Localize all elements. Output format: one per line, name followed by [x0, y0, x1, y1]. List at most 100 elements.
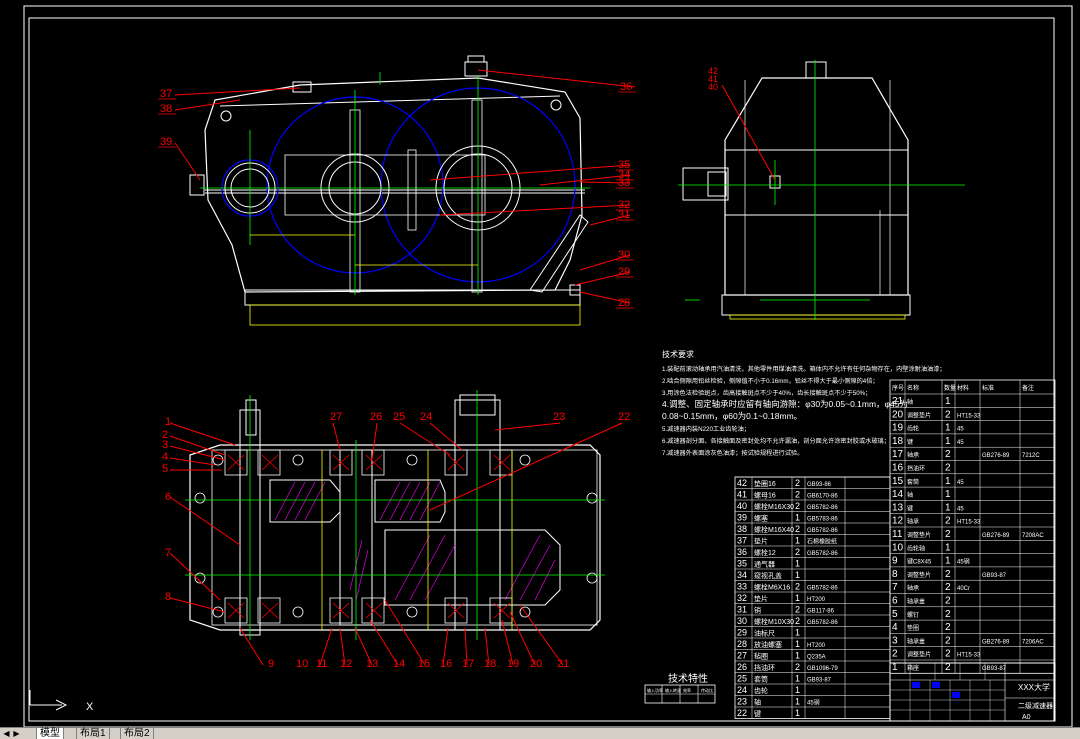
title-block: XXX大学 二级减速器 A0 [889, 662, 1056, 722]
bom-cell-no: 6 [892, 596, 898, 607]
tab-layout1[interactable]: 布局1 [76, 728, 110, 739]
bom-cell-qty: 1 [795, 639, 800, 649]
bom-cell-name: 螺钉 [907, 611, 919, 619]
ucs-x-label: X [86, 701, 94, 713]
callout-label: 14 [393, 658, 405, 670]
bom-cell-no: 19 [892, 423, 904, 434]
bom-cell-no: 39 [737, 513, 747, 523]
callout-label: 38 [160, 103, 172, 115]
bom-cell-no: 32 [737, 593, 747, 603]
bom-cell-qty: 1 [945, 556, 951, 567]
bom-cell-name: 垫片 [754, 594, 768, 603]
bom-cell-no: 12 [892, 516, 904, 527]
bom-cell-name: 键C8X45 [907, 558, 932, 566]
bom-cell-qty: 1 [795, 513, 800, 523]
callout-label: 2 [162, 429, 168, 441]
bom-cell-std: GB276-89 [982, 639, 1010, 645]
bom-cell-std: GB5783-86 [807, 517, 838, 523]
callout-label: 28 [618, 297, 630, 309]
tab-nav-next-icon[interactable]: ▶ [13, 729, 20, 738]
bom-header-cell: 材料 [957, 384, 969, 392]
bom-cell-qty: 2 [945, 516, 951, 527]
tech-char-title: 技术特性 [668, 672, 708, 685]
bom-cell-no: 23 [737, 697, 747, 707]
bom-cell-name: 箱座 [907, 664, 919, 672]
tab-nav-prev-icon[interactable]: ◀ [3, 729, 10, 738]
bom-cell-qty: 2 [945, 662, 951, 673]
callout-label: 13 [366, 658, 378, 670]
callout-label: 41 [708, 74, 718, 84]
bom-cell-std: GB5782-86 [807, 528, 838, 534]
bom-cell-qty: 2 [795, 478, 800, 488]
bom-cell-qty: 2 [795, 547, 800, 557]
callout-label: 16 [440, 658, 452, 670]
callout-label: 9 [268, 658, 274, 670]
bom-cell-qty: 1 [795, 570, 800, 580]
tech-req-line: 0.08~0.15mm，φ60为0.1~0.18mm。 [662, 411, 802, 421]
callout-label: 40 [708, 82, 718, 92]
bom-cell-no: 40 [737, 501, 747, 511]
callout-label: 19 [507, 658, 519, 670]
bom-cell-qty: 1 [795, 651, 800, 661]
bom-cell-qty: 1 [945, 476, 951, 487]
bom-cell-qty: 1 [945, 489, 951, 500]
bom-cell-name: 螺栓M6X16 [754, 583, 790, 592]
bom-cell-no: 37 [737, 536, 747, 546]
bom-cell-std: Q235A [807, 655, 826, 661]
bom-cell-qty: 2 [945, 596, 951, 607]
callout-label: 12 [340, 658, 352, 670]
callout-label: 5 [162, 463, 168, 475]
tech-char-header: 效率 [683, 687, 691, 693]
tab-layout2[interactable]: 布局2 [120, 728, 154, 739]
bom-cell-name: 套筒 [907, 478, 919, 486]
bom-cell-mat: 45钢 [957, 558, 970, 566]
bom-cell-qty: 1 [795, 685, 800, 695]
school-name: XXX大学 [1018, 682, 1050, 692]
bom-cell-std: HT200 [807, 597, 826, 603]
bom-cell-no: 8 [892, 569, 898, 580]
bom-cell-qty: 2 [945, 409, 951, 420]
callout-label: 29 [618, 266, 630, 278]
bom-header-cell: 名称 [907, 384, 919, 392]
tech-req-line: 5.减速器内装N220工业齿轮油； [662, 425, 750, 433]
bom-cell-std: GB93-87 [982, 666, 1007, 672]
callout-label: 23 [553, 411, 565, 423]
bom-cell-name: 键 [754, 709, 761, 718]
bom-cell-no: 16 [892, 463, 904, 474]
bom-cell-name: 调整垫片 [907, 411, 931, 419]
callout-label: 22 [618, 411, 630, 423]
bom-cell-no: 1 [892, 662, 898, 673]
bom-cell-qty: 1 [795, 708, 800, 718]
tab-model[interactable]: 模型 [36, 728, 64, 739]
bom-cell-name: 轴承 [907, 451, 919, 459]
callout-label: 21 [557, 658, 569, 670]
bom-cell-name: 窥视孔盖 [754, 571, 782, 580]
callout-label: 35 [618, 159, 630, 171]
bom-header-cell: 数量 [944, 384, 956, 392]
bom-cell-no: 41 [737, 490, 747, 500]
callout-label: 3 [162, 439, 168, 451]
callout-label: 27 [330, 411, 342, 423]
bom-cell-qty: 2 [795, 662, 800, 672]
bom-cell-name: 油标尺 [754, 629, 775, 638]
drawing-frame-outer [23, 5, 1073, 727]
bom-cell-name: 垫圈16 [754, 479, 776, 488]
bom-cell-no: 9 [892, 556, 898, 567]
tech-req-line: 1.装配前滚动轴承用汽油清洗，其他零件用煤油清洗。箱体内不允许有任何杂物存在，内… [662, 365, 946, 373]
bom-right-border [889, 379, 1056, 674]
callout-label: 4 [162, 451, 168, 463]
bom-cell-name: 螺栓12 [754, 548, 776, 557]
bom-cell-qty: 2 [795, 582, 800, 592]
bom-cell-std: GB5782-86 [807, 505, 838, 511]
bom-cell-no: 25 [737, 674, 747, 684]
bom-cell-no: 10 [892, 542, 904, 553]
callout-label: 26 [370, 411, 382, 423]
bom-header-cell: 序号 [892, 384, 904, 392]
bom-cell-name: 垫圈 [907, 624, 919, 632]
plan-view [29, 390, 623, 711]
bom-cell-qty: 1 [945, 542, 951, 553]
bom-cell-qty: 1 [795, 593, 800, 603]
bom-cell-no: 20 [892, 409, 904, 420]
